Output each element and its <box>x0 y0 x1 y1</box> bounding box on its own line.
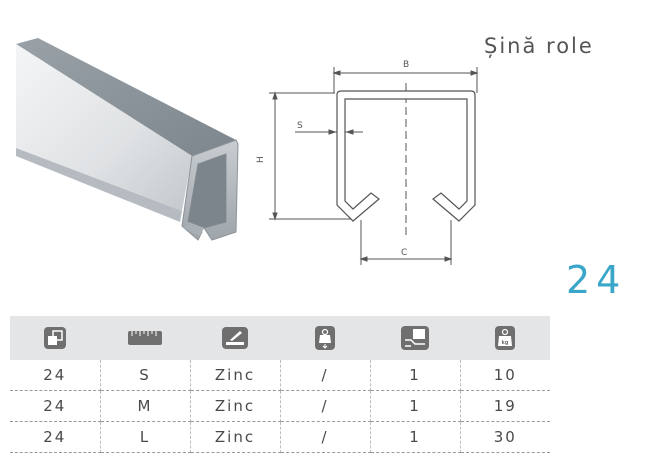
length-ruler-icon <box>128 331 162 345</box>
finish-icon <box>222 327 248 349</box>
profile-size-icon <box>44 327 66 349</box>
cell-profile: 24 <box>10 360 101 391</box>
spec-table: kg 24 S Zinc / 1 10 24 M Zinc / 1 19 24 … <box>10 316 550 453</box>
weight-icon-label: kg <box>502 340 509 346</box>
column-header-load <box>280 316 370 360</box>
column-header-length <box>100 316 190 360</box>
dimension-label-b: B <box>403 60 409 70</box>
table-row: 24 M Zinc / 1 19 <box>10 390 550 422</box>
table-row: 24 S Zinc / 1 10 <box>10 360 550 391</box>
dimension-label-c: C <box>401 248 407 258</box>
cell-package: 1 <box>370 421 461 453</box>
cell-profile: 24 <box>10 421 101 453</box>
cell-finish: Zinc <box>190 360 281 391</box>
dimension-label-s: S <box>297 121 303 131</box>
cell-load: / <box>280 390 371 422</box>
column-header-weight: kg <box>460 316 550 360</box>
cell-weight: 10 <box>460 360 550 391</box>
cell-size: L <box>100 421 191 453</box>
cell-package: 1 <box>370 390 461 422</box>
package-icon <box>401 326 429 350</box>
table-row: 24 L Zinc / 1 30 <box>10 421 550 453</box>
cell-finish: Zinc <box>190 421 281 453</box>
table-header-row: kg <box>10 316 550 360</box>
cell-profile: 24 <box>10 390 101 422</box>
cross-section-drawing: B H S C <box>256 60 479 265</box>
cell-weight: 19 <box>460 390 550 422</box>
column-header-finish <box>190 316 280 360</box>
cell-size: S <box>100 360 191 391</box>
product-title: Șină role <box>484 34 594 58</box>
column-header-package <box>370 316 460 360</box>
cell-package: 1 <box>370 360 461 391</box>
dimension-label-h: H <box>256 156 266 163</box>
cell-size: M <box>100 390 191 422</box>
cell-weight: 30 <box>460 421 550 453</box>
cell-load: / <box>280 421 371 453</box>
column-header-profile <box>10 316 100 360</box>
load-weight-icon <box>315 326 335 350</box>
weight-kg-icon: kg <box>495 326 515 350</box>
model-number: 24 <box>566 258 627 302</box>
cell-load: / <box>280 360 371 391</box>
cell-finish: Zinc <box>190 390 281 422</box>
rail-product-image <box>16 38 239 241</box>
